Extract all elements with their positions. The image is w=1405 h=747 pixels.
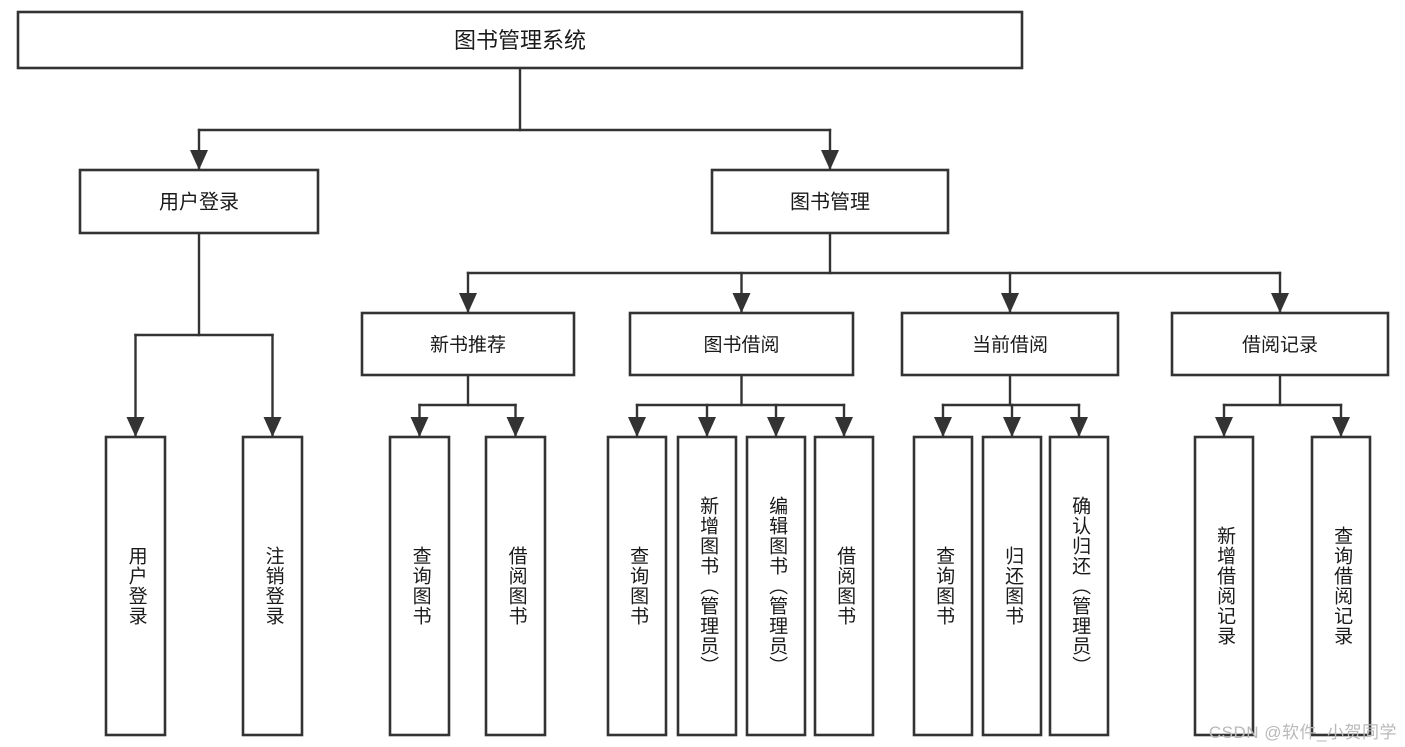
node-box-user-login[interactable] <box>78 168 320 235</box>
node-box-leaf-confirm-return[interactable] <box>1048 435 1110 737</box>
arrow-head-icon <box>410 417 429 437</box>
connector-group-current-borrow <box>934 373 1088 438</box>
node-leaf-edit-book[interactable] <box>745 435 807 737</box>
node-leaf-user-logout[interactable] <box>241 435 304 737</box>
arrow-head-icon <box>1271 293 1289 313</box>
arrow-head-icon <box>1332 417 1350 437</box>
node-leaf-query-borrow-record[interactable] <box>1310 435 1372 737</box>
watermark-text: CSDN @软件_小贺同学 <box>1208 723 1397 742</box>
node-box-leaf-return-book[interactable] <box>981 435 1043 737</box>
arrow-head-icon <box>1001 293 1019 313</box>
node-box-leaf-query-book-borrow[interactable] <box>606 435 668 737</box>
arrow-head-icon <box>126 417 145 437</box>
node-book-manage[interactable]: 图书管理 <box>710 168 950 235</box>
connector-group-book-manage <box>459 231 1289 314</box>
connector-group-user-login <box>126 231 282 438</box>
node-leaf-user-login[interactable] <box>104 435 167 737</box>
arrow-head-icon <box>506 417 525 437</box>
node-label-root: 图书管理系统 <box>454 28 586 53</box>
arrow-head-icon <box>628 417 646 437</box>
arrow-head-icon <box>835 417 853 437</box>
arrow-head-icon <box>767 417 785 437</box>
node-current-borrow[interactable]: 当前借阅 <box>900 311 1120 377</box>
node-box-leaf-edit-book[interactable] <box>745 435 807 737</box>
node-borrow-record[interactable]: 借阅记录 <box>1170 311 1390 377</box>
node-box-book-borrow[interactable] <box>628 311 855 377</box>
node-box-leaf-borrow-book[interactable] <box>813 435 875 737</box>
node-box-leaf-add-borrow-record[interactable] <box>1193 435 1255 737</box>
node-label-borrow-record: 借阅记录 <box>1242 334 1318 356</box>
node-leaf-query-book-rec[interactable] <box>388 435 451 737</box>
node-box-root[interactable] <box>16 10 1024 70</box>
arrow-head-icon <box>732 293 751 313</box>
arrow-head-icon <box>459 293 477 313</box>
arrow-head-icon <box>190 150 208 170</box>
arrow-head-icon <box>934 417 952 437</box>
node-leaf-add-book[interactable] <box>676 435 738 737</box>
connector-group-root <box>190 66 839 171</box>
arrow-head-icon <box>1215 417 1233 437</box>
node-box-leaf-borrow-book-rec[interactable] <box>484 435 547 737</box>
node-leaf-borrow-book[interactable] <box>813 435 875 737</box>
node-leaf-confirm-return[interactable] <box>1048 435 1110 737</box>
node-box-book-manage[interactable] <box>710 168 950 235</box>
node-label-user-login: 用户登录 <box>159 191 239 214</box>
node-box-leaf-query-book-current[interactable] <box>912 435 974 737</box>
connector-group-new-book-rec <box>410 373 525 438</box>
node-leaf-add-borrow-record[interactable] <box>1193 435 1255 737</box>
node-box-leaf-user-login[interactable] <box>104 435 167 737</box>
node-root[interactable]: 图书管理系统 <box>16 10 1024 70</box>
node-user-login[interactable]: 用户登录 <box>78 168 320 235</box>
node-box-new-book-rec[interactable] <box>360 311 576 377</box>
node-label-book-manage: 图书管理 <box>790 191 870 214</box>
node-label-book-borrow: 图书借阅 <box>703 334 779 356</box>
node-box-leaf-query-book-rec[interactable] <box>388 435 451 737</box>
node-box-leaf-query-borrow-record[interactable] <box>1310 435 1372 737</box>
node-label-current-borrow: 当前借阅 <box>972 334 1048 356</box>
arrow-head-icon <box>821 150 839 170</box>
arrow-head-icon <box>1070 417 1088 437</box>
arrow-head-icon <box>1003 417 1021 437</box>
node-box-borrow-record[interactable] <box>1170 311 1390 377</box>
node-box-leaf-add-book[interactable] <box>676 435 738 737</box>
arrow-head-icon <box>263 417 282 437</box>
node-book-borrow[interactable]: 图书借阅 <box>628 311 855 377</box>
node-leaf-query-book-current[interactable] <box>912 435 974 737</box>
connector-group-borrow-record <box>1215 373 1350 438</box>
node-box-leaf-user-logout[interactable] <box>241 435 304 737</box>
node-leaf-query-book-borrow[interactable] <box>606 435 668 737</box>
node-box-current-borrow[interactable] <box>900 311 1120 377</box>
arrow-head-icon <box>698 417 716 437</box>
node-new-book-rec[interactable]: 新书推荐 <box>360 311 576 377</box>
connector-group-book-borrow <box>628 373 853 438</box>
node-leaf-borrow-book-rec[interactable] <box>484 435 547 737</box>
node-leaf-return-book[interactable] <box>981 435 1043 737</box>
node-label-new-book-rec: 新书推荐 <box>430 334 506 356</box>
